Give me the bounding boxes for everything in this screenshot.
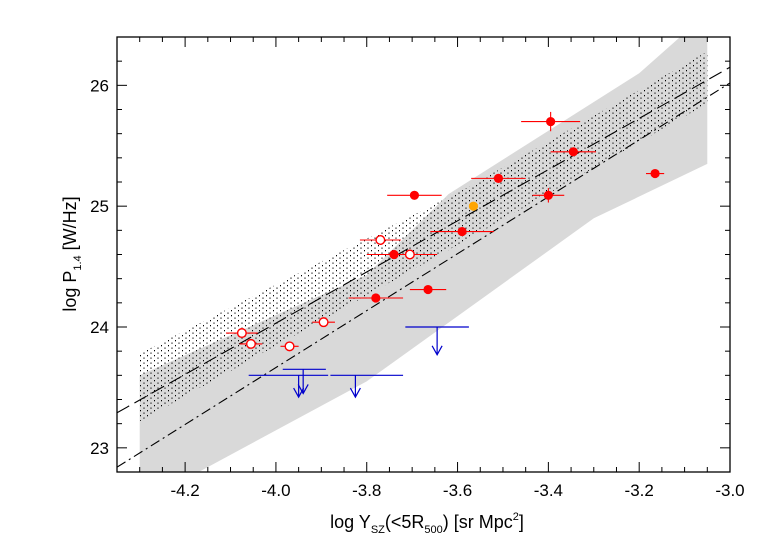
data-point-highlight bbox=[468, 201, 479, 211]
confidence-band-dotted bbox=[139, 51, 708, 422]
data-point-filled bbox=[493, 173, 504, 183]
data-point-open bbox=[375, 234, 386, 245]
upper-limit-arrow bbox=[297, 384, 309, 395]
y-tick-label: 25 bbox=[90, 197, 109, 216]
data-point-open bbox=[245, 338, 256, 349]
data-point-filled bbox=[650, 168, 660, 179]
upper-limit-arrow bbox=[349, 387, 361, 399]
x-tick-label: -3.4 bbox=[534, 481, 563, 500]
y-tick-label: 24 bbox=[90, 318, 109, 337]
x-tick-label: -3.8 bbox=[352, 481, 381, 500]
y-tick-label: 23 bbox=[90, 439, 109, 458]
data-point-filled bbox=[371, 293, 381, 303]
data-point-filled bbox=[568, 147, 578, 157]
fit-line-dashed bbox=[117, 66, 730, 414]
data-point-filled bbox=[423, 284, 433, 295]
y-tick-label: 26 bbox=[90, 76, 109, 95]
x-tick-label: -4.0 bbox=[261, 481, 290, 500]
data-point-open bbox=[284, 341, 295, 352]
data-point-open bbox=[236, 328, 247, 339]
upper-limit-arrow bbox=[293, 387, 305, 399]
data-point-open bbox=[318, 317, 329, 328]
data-point-filled bbox=[457, 226, 467, 237]
x-tick-label: -4.2 bbox=[170, 481, 199, 500]
x-tick-label: -3.0 bbox=[715, 481, 744, 500]
upper-limit-arrow bbox=[431, 345, 443, 357]
data-point-filled bbox=[546, 116, 556, 127]
data-point-open bbox=[404, 249, 415, 260]
data-point-filled bbox=[543, 190, 553, 200]
x-tick-label: -3.6 bbox=[443, 481, 472, 500]
x-axis-label: log YSZ(<5R500) [sr Mpc2] bbox=[330, 511, 524, 536]
axis-ticks: -4.2 -4.0 -3.8 -3.6 -3.4 -3.2 -3.0 23 24 25 26 bbox=[90, 36, 745, 500]
fit-line-dash-dot bbox=[117, 82, 730, 468]
x-tick-label: -3.2 bbox=[625, 481, 654, 500]
data-point-filled bbox=[409, 190, 420, 200]
plot-area bbox=[117, 37, 730, 472]
y-axis-label: log P1.4 [W/Hz] bbox=[60, 196, 84, 311]
